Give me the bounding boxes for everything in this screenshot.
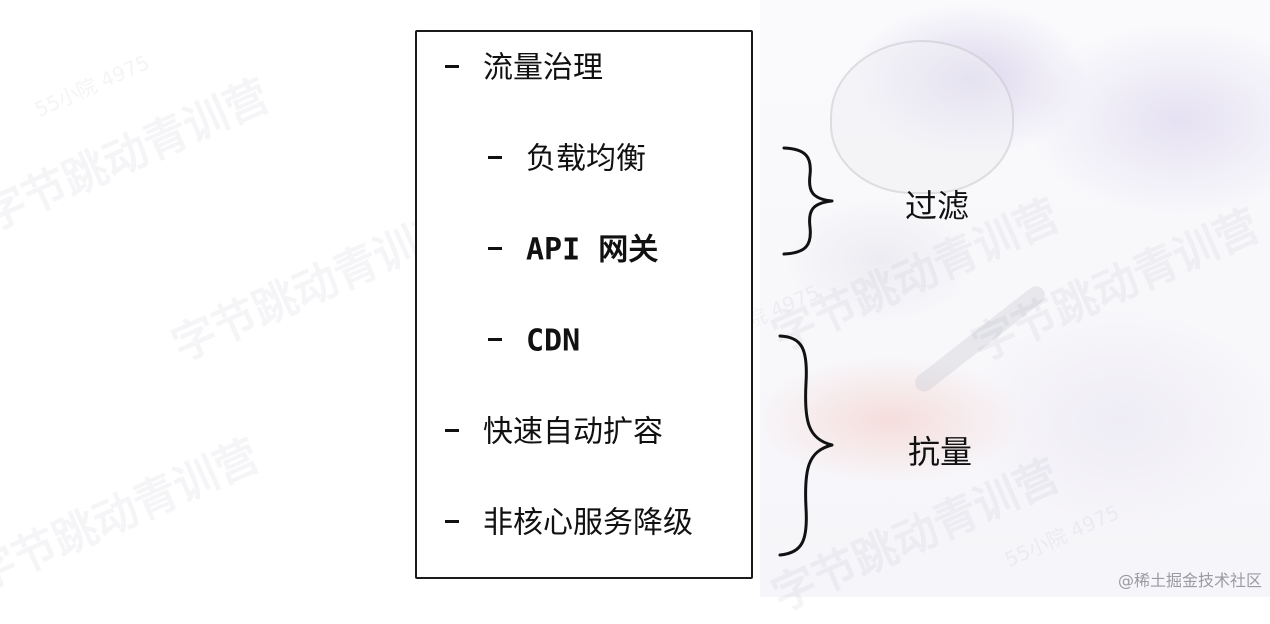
item-label: API 网关 xyxy=(526,232,659,268)
list-item: 非核心服务降级 xyxy=(445,505,693,542)
brace-resist xyxy=(776,333,840,558)
dash-marker xyxy=(445,520,459,523)
item-label: 快速自动扩容 xyxy=(483,414,663,450)
background-illustration xyxy=(760,0,1270,597)
list-item: API 网关 xyxy=(488,232,658,269)
brace-filter xyxy=(780,145,840,257)
credit-watermark: @稀土掘金技术社区 xyxy=(1117,571,1262,590)
item-label: 非核心服务降级 xyxy=(483,505,693,541)
dash-marker xyxy=(488,338,502,341)
dash-marker xyxy=(445,65,459,68)
item-label: CDN xyxy=(526,323,581,359)
dash-marker xyxy=(445,429,459,432)
outline-box xyxy=(415,30,753,579)
list-item: 负载均衡 xyxy=(488,141,646,178)
watermark-text: 字节跳动青训营 xyxy=(0,70,277,243)
item-label: 流量治理 xyxy=(483,50,603,86)
dash-marker xyxy=(488,156,502,159)
dash-marker xyxy=(488,247,502,250)
brace-label-filter: 过滤 xyxy=(905,187,970,225)
brace-label-resist: 抗量 xyxy=(908,433,973,471)
list-item: 快速自动扩容 xyxy=(445,414,663,451)
item-label: 负载均衡 xyxy=(526,141,646,177)
watermark-text: 字节跳动青训营 xyxy=(0,430,267,603)
list-item: 流量治理 xyxy=(445,50,603,87)
list-item: CDN xyxy=(488,323,580,360)
